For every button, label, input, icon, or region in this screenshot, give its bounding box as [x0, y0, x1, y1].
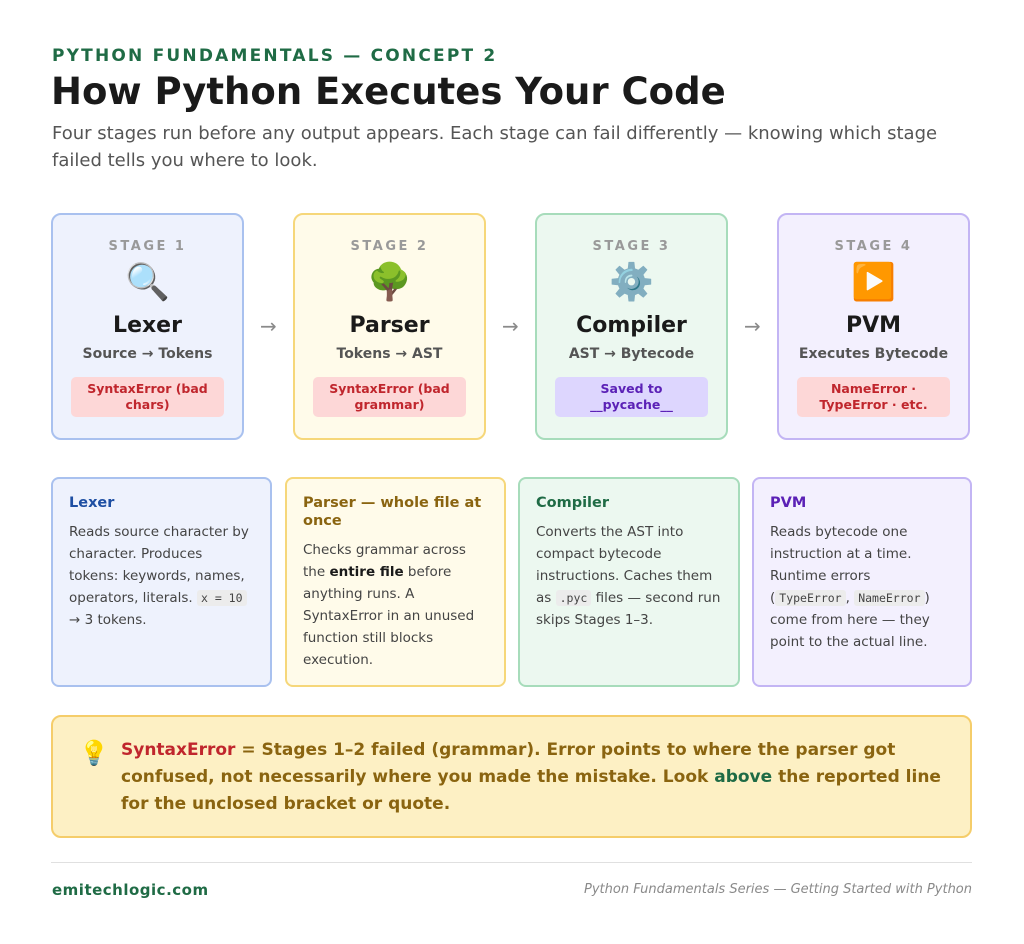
- callout-text: SyntaxError = Stages 1–2 failed (grammar…: [121, 740, 941, 814]
- stage-name: PVM: [845, 313, 902, 338]
- stage-name: Parser: [349, 313, 430, 338]
- detail-card-parser: Parser — whole file at once Checks gramm…: [285, 477, 506, 687]
- stage-card-pvm: STAGE 4 ▶️ PVM Executes Bytecode NameErr…: [777, 213, 970, 440]
- stage-card-lexer: STAGE 1 🔍 Lexer Source → Tokens SyntaxEr…: [51, 213, 244, 440]
- arrow-icon: →: [260, 314, 277, 338]
- stage-card-parser: STAGE 2 🌳 Parser Tokens → AST SyntaxErro…: [293, 213, 486, 440]
- detail-card-lexer: Lexer Reads source character by characte…: [51, 477, 272, 687]
- arrow-icon: →: [502, 314, 519, 338]
- code-snippet: TypeError: [775, 590, 846, 606]
- detail-title: Parser — whole file at once: [303, 495, 482, 529]
- detail-text: Reads source character by character. Pro…: [69, 524, 249, 628]
- stage-error-tag: SyntaxError (bad chars): [71, 377, 224, 417]
- detail-text: Converts the AST into compact bytecode i…: [536, 524, 721, 628]
- tree-icon: 🌳: [367, 262, 412, 303]
- detail-text: Reads bytecode one instruction at a time…: [770, 524, 930, 650]
- magnifying-glass-icon: 🔍: [125, 262, 170, 303]
- gear-icon: ⚙️: [609, 262, 654, 303]
- lightbulb-icon: 💡: [79, 739, 109, 767]
- detail-text: Checks grammar across the entire file be…: [303, 542, 475, 668]
- detail-card-compiler: Compiler Converts the AST into compact b…: [518, 477, 740, 687]
- stage-io: Tokens → AST: [336, 346, 443, 362]
- stage-number: STAGE 1: [108, 239, 187, 254]
- stage-io: AST → Bytecode: [568, 346, 695, 362]
- play-button-icon: ▶️: [851, 262, 896, 303]
- stage-cache-tag: Saved to __pycache__: [555, 377, 708, 417]
- stage-number: STAGE 3: [592, 239, 671, 254]
- stage-io: Executes Bytecode: [798, 346, 949, 362]
- stage-card-compiler: STAGE 3 ⚙️ Compiler AST → Bytecode Saved…: [535, 213, 728, 440]
- detail-card-pvm: PVM Reads bytecode one instruction at a …: [752, 477, 972, 687]
- footer-site-link[interactable]: emitechlogic.com: [52, 881, 209, 899]
- page-kicker: PYTHON FUNDAMENTALS — CONCEPT 2: [52, 46, 498, 66]
- code-snippet: .pyc: [555, 590, 592, 606]
- page-subtitle: Four stages run before any output appear…: [52, 123, 938, 171]
- detail-title: Lexer: [69, 495, 115, 511]
- detail-bold-text: entire file: [329, 564, 404, 580]
- detail-title: PVM: [770, 495, 807, 511]
- code-snippet: NameError: [854, 590, 925, 606]
- syntax-error-callout: 💡 SyntaxError = Stages 1–2 failed (gramm…: [51, 715, 972, 838]
- page-title: How Python Executes Your Code: [51, 70, 726, 113]
- stage-error-tag: SyntaxError (bad grammar): [313, 377, 466, 417]
- footer-series: Python Fundamentals Series — Getting Sta…: [584, 882, 972, 897]
- code-snippet: x = 10: [196, 590, 247, 606]
- stage-number: STAGE 2: [350, 239, 429, 254]
- detail-title: Compiler: [536, 495, 610, 511]
- callout-emphasis: above: [714, 767, 773, 787]
- stage-name: Compiler: [576, 313, 687, 338]
- callout-highlight: SyntaxError: [121, 740, 236, 760]
- stage-name: Lexer: [113, 313, 182, 338]
- footer-divider: [51, 862, 972, 863]
- arrow-icon: →: [744, 314, 761, 338]
- stage-error-tag: NameError · TypeError · etc.: [797, 377, 950, 417]
- stage-io: Source → Tokens: [82, 346, 213, 362]
- stage-number: STAGE 4: [834, 239, 913, 254]
